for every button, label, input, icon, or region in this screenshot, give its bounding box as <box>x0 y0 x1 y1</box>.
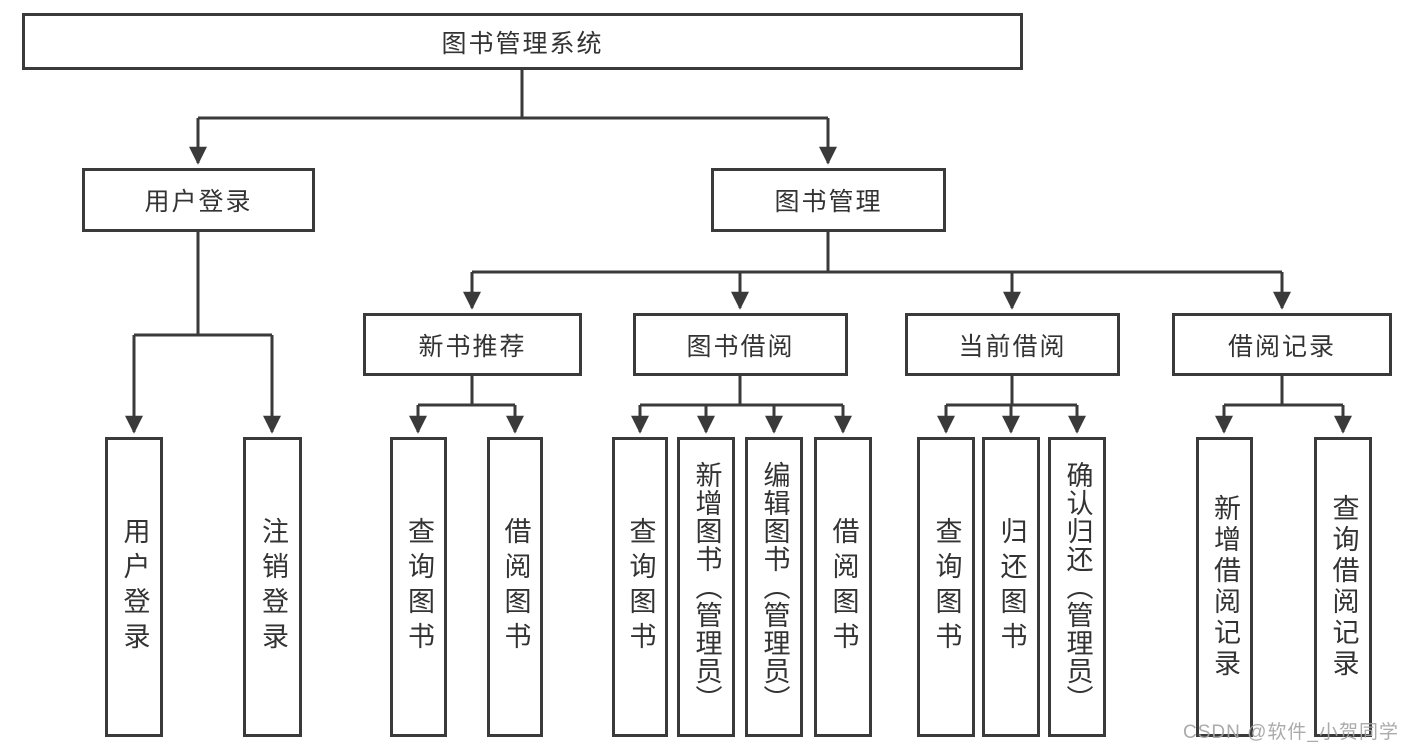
leaf-logout-label: 注销登录 <box>258 517 288 657</box>
node-user-login-label: 用户登录 <box>144 188 253 216</box>
leaf-logout: 注销登录 <box>243 437 302 737</box>
node-book-borrow-label: 图书借阅 <box>686 332 795 361</box>
leaf-query-books-3: 查询图书 <box>917 437 975 737</box>
leaf-user-login: 用户登录 <box>105 437 163 737</box>
leaf-user-login-label: 用户登录 <box>119 517 150 657</box>
leaf-query-books-2-label: 查询图书 <box>625 517 656 657</box>
node-book-borrow: 图书借阅 <box>633 313 848 376</box>
node-user-login: 用户登录 <box>82 168 315 232</box>
node-new-book-recommend-label: 新书推荐 <box>418 332 527 361</box>
node-root: 图书管理系统 <box>22 13 1023 70</box>
node-new-book-recommend: 新书推荐 <box>363 313 582 376</box>
node-book-management: 图书管理 <box>711 168 946 232</box>
node-borrow-records-label: 借阅记录 <box>1227 332 1336 361</box>
leaf-query-books-1-label: 查询图书 <box>404 517 434 657</box>
leaf-borrow-books-1-label: 借阅图书 <box>500 517 531 657</box>
node-current-borrow-label: 当前借阅 <box>958 332 1067 361</box>
leaf-add-books-admin-label: 新增图书（管理员） <box>691 461 722 713</box>
leaf-add-books-admin: 新增图书（管理员） <box>677 437 735 737</box>
leaf-return-books-label: 归还图书 <box>996 517 1027 657</box>
leaf-confirm-return-admin-label: 确认归还（管理员） <box>1062 461 1093 713</box>
leaf-query-borrow-record: 查询借阅记录 <box>1314 437 1372 737</box>
leaf-query-books-3-label: 查询图书 <box>931 517 962 657</box>
node-root-label: 图书管理系统 <box>441 29 604 58</box>
leaf-add-borrow-record: 新增借阅记录 <box>1196 437 1253 737</box>
leaf-query-borrow-record-label: 查询借阅记录 <box>1328 494 1359 680</box>
leaf-borrow-books-1: 借阅图书 <box>487 437 543 737</box>
node-current-borrow: 当前借阅 <box>905 313 1120 376</box>
leaf-borrow-books-2: 借阅图书 <box>814 437 872 737</box>
leaf-edit-books-admin-label: 编辑图书（管理员） <box>759 461 790 713</box>
leaf-add-borrow-record-label: 新增借阅记录 <box>1210 494 1240 680</box>
leaf-borrow-books-2-label: 借阅图书 <box>828 517 859 657</box>
leaf-return-books: 归还图书 <box>982 437 1040 737</box>
node-borrow-records: 借阅记录 <box>1172 313 1392 376</box>
csdn-watermark: CSDN @软件_小贺同学 <box>1183 722 1399 743</box>
leaf-query-books-1: 查询图书 <box>390 437 447 737</box>
leaf-confirm-return-admin: 确认归还（管理员） <box>1048 437 1106 737</box>
leaf-query-books-2: 查询图书 <box>612 437 668 737</box>
leaf-edit-books-admin: 编辑图书（管理员） <box>745 437 803 737</box>
node-book-management-label: 图书管理 <box>774 188 883 216</box>
